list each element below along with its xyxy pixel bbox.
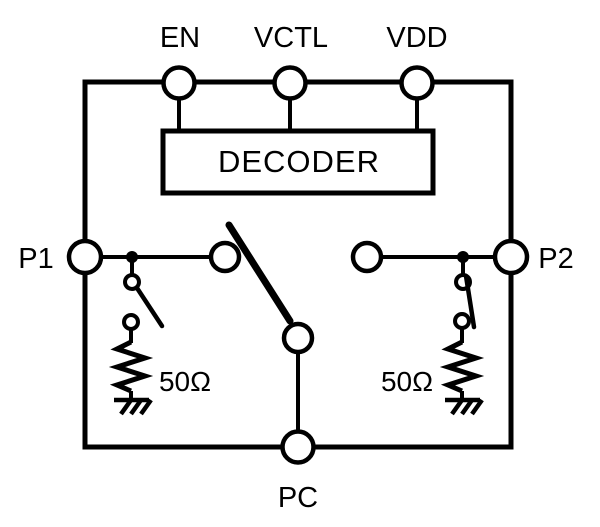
vdd-pin [399,65,435,101]
ground-slash [139,398,153,416]
decoder-label: DECODER [218,144,380,179]
p1-junction-dot [126,251,138,263]
termination-label-right: 50Ω [381,366,433,397]
termination-label-left: 50Ω [159,366,211,397]
decoder-box [160,128,436,196]
ground-slash [450,398,464,416]
ground-symbol-left [114,397,153,416]
p1-shunt-switch-arm-open [134,285,165,329]
pc-label: PC [278,482,318,514]
p1-shunt-top-contact [123,273,141,291]
p1-label: P1 [18,243,53,275]
series-throw-p2-contact [350,240,384,274]
ground-slash [460,398,474,416]
p1-shunt-bottom-contact [122,313,140,331]
resistor-p2 [439,339,485,394]
pc-port [280,429,316,465]
vdd-label: VDD [386,22,447,54]
ground-slash [129,398,143,416]
p2-label: P2 [538,243,573,275]
p2-port [492,238,530,276]
vctl-label: VCTL [254,22,328,54]
en-pin [161,65,197,101]
en-label: EN [160,22,200,54]
p2-shunt-switch-arm-closed [463,273,477,330]
series-switch-arm [225,221,294,325]
p1-port [66,238,104,276]
ground-slash [470,398,484,416]
p2-shunt-bottom-contact [453,312,471,330]
series-throw-p1-contact [208,240,242,274]
p2-junction-dot [457,251,469,263]
resistor-p1 [108,339,154,394]
series-pole-contact [281,321,315,355]
ground-symbol-right [445,397,484,416]
ground-slash [119,398,133,416]
vctl-pin [272,65,308,101]
